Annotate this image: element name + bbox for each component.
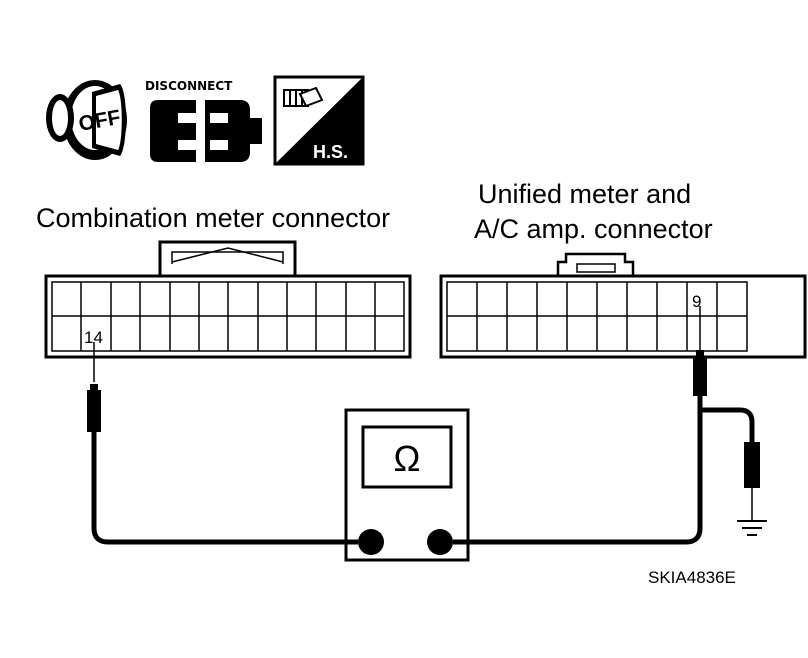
right-probe <box>693 306 707 396</box>
combination-meter-connector <box>44 240 412 359</box>
right-connector-title-line1: Unified meter and <box>478 179 691 209</box>
ohm-symbol: Ω <box>394 438 421 479</box>
right-test-lead <box>453 396 703 545</box>
meter-terminal-right <box>427 529 453 555</box>
left-pin-label: 14 <box>84 328 103 347</box>
ground-icon <box>737 520 767 536</box>
disconnect-connector-icon: DISCONNECT <box>145 79 262 162</box>
meter-terminal-left <box>358 529 384 555</box>
right-pin-label: 9 <box>692 292 701 311</box>
harness-side-icon: H.S. <box>273 75 365 166</box>
left-connector-title: Combination meter connector <box>36 203 390 233</box>
harness-side-label: H.S. <box>313 142 348 162</box>
ground-probe <box>700 407 760 520</box>
left-probe <box>87 342 101 432</box>
figure-code: SKIA4836E <box>648 568 736 587</box>
left-test-lead <box>91 432 358 545</box>
unified-meter-ac-amp-connector <box>439 252 807 359</box>
right-connector-title-line2: A/C amp. connector <box>474 214 713 244</box>
ohmmeter: Ω <box>344 408 470 562</box>
disconnect-label: DISCONNECT <box>145 79 233 93</box>
ignition-key-off-icon: OFF <box>46 80 127 160</box>
